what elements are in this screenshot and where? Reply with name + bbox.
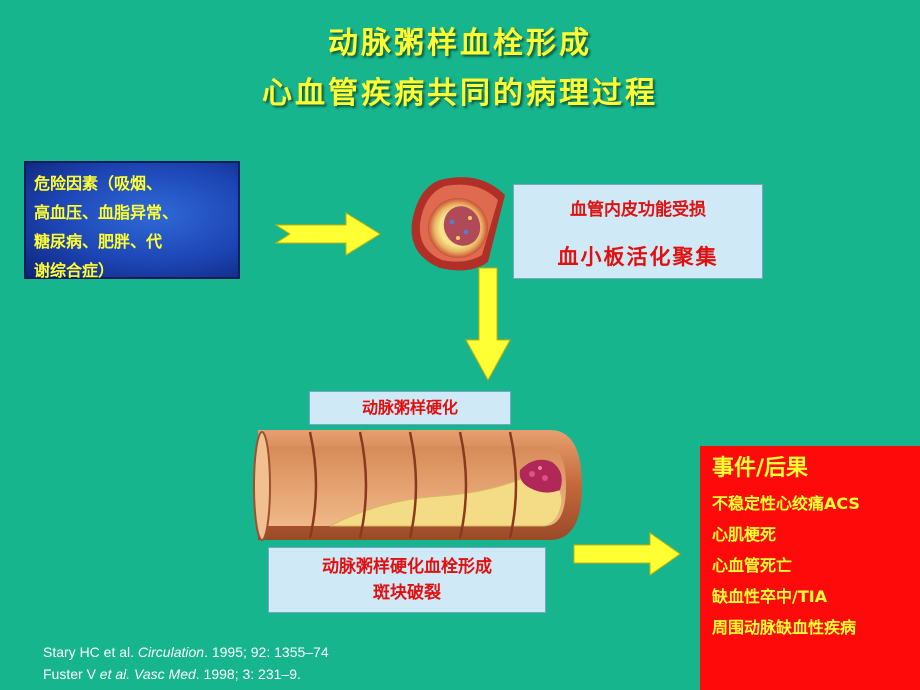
arrow-right-1: [274, 212, 381, 256]
ref2-citation: . 1998; 3: 231–9.: [195, 666, 301, 682]
outcome-item: 心血管死亡: [712, 556, 793, 575]
risk-factors-line: 危险因素（吸烟、: [34, 174, 163, 193]
atherosclerosis-label: 动脉粥样硬化: [309, 391, 511, 425]
ref2-authors: Fuster V: [43, 666, 100, 682]
ref1-authors: Stary HC et al.: [43, 644, 138, 660]
reference-1: Stary HC et al. Circulation. 1995; 92: 1…: [43, 644, 329, 660]
risk-factors-line: 谢综合症）: [34, 261, 115, 280]
artery-cross-section-icon: [411, 177, 505, 271]
risk-factors-box: 危险因素（吸烟、 高血压、血脂异常、 糖尿病、肥胖、代 谢综合症）: [24, 161, 240, 280]
plaque-rupture-box: 动脉粥样硬化血栓形成 斑块破裂: [268, 547, 546, 613]
title-line-2: 心血管疾病共同的病理过程: [262, 76, 658, 111]
plaque-rupture-label: 斑块破裂: [373, 583, 441, 603]
arrow-down: [465, 267, 511, 382]
outcome-item: 不稳定性心绞痛ACS: [712, 494, 860, 513]
endothelium-damage-label: 血管内皮功能受损: [570, 200, 706, 220]
ref2-etal: et al.: [99, 666, 131, 682]
platelet-activation-label: 血小板活化聚集: [557, 245, 719, 269]
artery-longitudinal-illustration: [253, 430, 582, 541]
outcome-item: 周围动脉缺血性疾病: [712, 618, 857, 637]
risk-factors-line: 糖尿病、肥胖、代: [34, 232, 163, 251]
outcomes-title: 事件/后果: [712, 456, 809, 481]
outcomes-box: 事件/后果 不稳定性心绞痛ACS 心肌梗死 心血管死亡 缺血性卒中/TIA 周围…: [700, 446, 920, 690]
title-line-1: 动脉粥样血栓形成: [328, 26, 592, 61]
reference-2: Fuster V et al. Vasc Med. 1998; 3: 231–9…: [43, 666, 301, 682]
outcome-item: 缺血性卒中/TIA: [712, 587, 828, 606]
ref1-citation: . 1995; 92: 1355–74: [204, 644, 329, 660]
outcome-item: 心肌梗死: [712, 525, 777, 544]
ref1-journal: Circulation: [137, 644, 205, 660]
ref2-journal: Vasc Med: [130, 666, 196, 682]
endothelium-box: 血管内皮功能受损 血小板活化聚集: [513, 184, 763, 279]
arrow-right-2: [573, 532, 681, 576]
atherothrombosis-label: 动脉粥样硬化血栓形成: [322, 557, 492, 577]
risk-factors-line: 高血压、血脂异常、: [34, 203, 179, 222]
